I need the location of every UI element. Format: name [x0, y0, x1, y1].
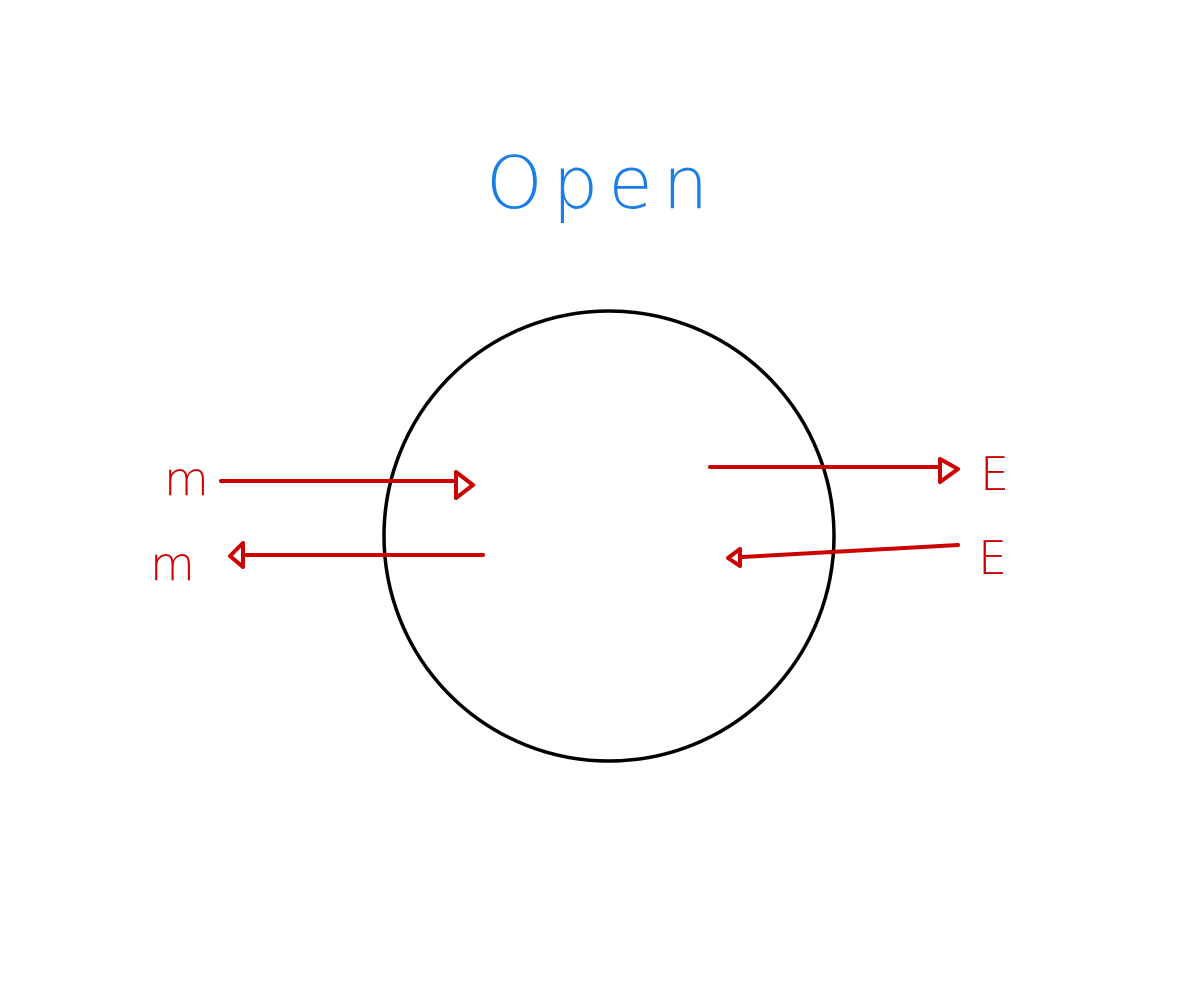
energy-in-label: E: [978, 531, 1007, 585]
energy-out-label: E: [980, 447, 1009, 501]
diagram-title: Open: [486, 141, 718, 225]
mass-in-arrowhead-icon: [454, 470, 475, 500]
energy-out-arrowhead-icon: [938, 457, 960, 484]
energy-in-arrow-line: [740, 543, 960, 559]
energy-in-arrowhead-icon: [726, 547, 742, 568]
mass-in-label: m: [164, 452, 209, 506]
system-boundary-circle: [382, 309, 836, 763]
mass-out-arrowhead-icon: [228, 541, 245, 569]
mass-out-label: m: [150, 537, 195, 591]
